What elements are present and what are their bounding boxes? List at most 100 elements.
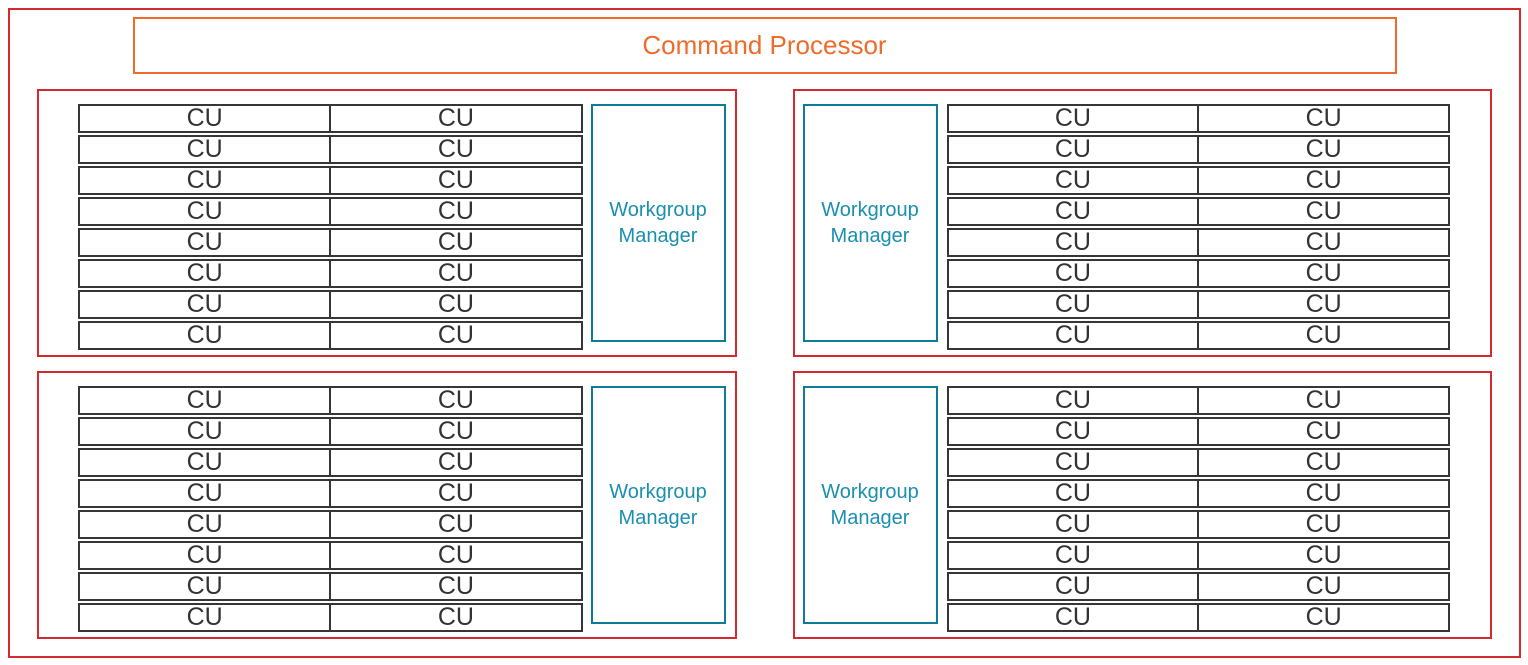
cu-cell: CU	[186, 137, 223, 162]
cu-row: CU CU	[946, 259, 1450, 288]
workgroup-manager-label: Workgroup Manager	[609, 199, 707, 247]
cu-cell: CU	[1197, 481, 1448, 506]
cu-cell: CU	[1054, 168, 1091, 193]
cu-row: CU CU	[946, 541, 1450, 570]
cu-row: CU CU	[946, 104, 1450, 133]
cu-cell: CU	[1197, 323, 1448, 348]
cu-row: CU CU	[946, 290, 1450, 319]
cu-row: CU CU	[946, 417, 1450, 446]
cu-cell: CU	[329, 106, 580, 131]
cu-cell: CU	[1054, 388, 1091, 413]
cu-row: CU CU	[78, 386, 583, 415]
cu-row: CU CU	[78, 197, 583, 226]
cu-row: CU CU	[78, 259, 583, 288]
cu-cell: CU	[329, 512, 580, 537]
cu-cell: CU	[1054, 543, 1091, 568]
cu-cell: CU	[329, 323, 580, 348]
cu-cell: CU	[329, 450, 580, 475]
cu-cell: CU	[186, 261, 223, 286]
cu-row: CU CU	[946, 479, 1450, 508]
cu-row: CU CU	[946, 572, 1450, 601]
command-processor-box: Command Processor	[132, 17, 1397, 74]
cu-row: CU CU	[78, 479, 583, 508]
cu-cell: CU	[1054, 292, 1091, 317]
cu-cell: CU	[186, 388, 223, 413]
cu-cell: CU	[329, 543, 580, 568]
cu-cell: CU	[1197, 512, 1448, 537]
cu-cell: CU	[329, 292, 580, 317]
cu-cell: CU	[1054, 419, 1091, 444]
cu-cell: CU	[186, 419, 223, 444]
cu-cell: CU	[1197, 106, 1448, 131]
cu-cell: CU	[186, 199, 223, 224]
cu-cell: CU	[329, 388, 580, 413]
cu-cell: CU	[186, 230, 223, 255]
cu-row: CU CU	[946, 228, 1450, 257]
workgroup-manager-label: Workgroup Manager	[821, 481, 919, 529]
cu-row: CU CU	[78, 510, 583, 539]
cu-cell: CU	[1197, 261, 1448, 286]
cu-cell: CU	[186, 292, 223, 317]
cu-cell: CU	[329, 605, 580, 630]
cu-cell: CU	[1197, 388, 1448, 413]
cu-cell: CU	[1197, 605, 1448, 630]
cu-cell: CU	[329, 168, 580, 193]
command-processor-label: Command Processor	[642, 30, 887, 60]
cu-cell: CU	[186, 481, 223, 506]
cu-cell: CU	[1054, 199, 1091, 224]
cu-cell: CU	[186, 605, 223, 630]
cu-row: CU CU	[946, 510, 1450, 539]
workgroup-manager-label: Workgroup Manager	[821, 199, 919, 247]
cu-cell: CU	[1054, 137, 1091, 162]
cu-row: CU CU	[78, 417, 583, 446]
cu-cell: CU	[329, 419, 580, 444]
cu-cell: CU	[1197, 137, 1448, 162]
cu-cell: CU	[1197, 230, 1448, 255]
cu-cell: CU	[1054, 323, 1091, 348]
workgroup-manager-box: Workgroup Manager	[590, 386, 726, 624]
cu-cell: CU	[186, 512, 223, 537]
cu-cell: CU	[1197, 543, 1448, 568]
cu-cell: CU	[1054, 450, 1091, 475]
cu-cell: CU	[329, 199, 580, 224]
cu-cell: CU	[1054, 605, 1091, 630]
cu-cell: CU	[1054, 512, 1091, 537]
cu-row: CU CU	[78, 541, 583, 570]
cu-row: CU CU	[78, 290, 583, 319]
cu-cell: CU	[329, 137, 580, 162]
cu-cell: CU	[186, 168, 223, 193]
cu-cell: CU	[186, 323, 223, 348]
cu-row: CU CU	[78, 166, 583, 195]
cu-cell: CU	[1197, 419, 1448, 444]
workgroup-manager-box: Workgroup Manager	[802, 386, 938, 624]
cu-cell: CU	[329, 481, 580, 506]
cu-row: CU CU	[78, 135, 583, 164]
cu-cell: CU	[1054, 230, 1091, 255]
cu-cell: CU	[329, 261, 580, 286]
cu-cell: CU	[1197, 292, 1448, 317]
cu-row: CU CU	[946, 197, 1450, 226]
quadrant-grid: CU CU CU CU CU CU CU CU CU CU CU CU CU CU CU CU Workgrou…	[37, 89, 1492, 639]
cu-cell: CU	[1197, 199, 1448, 224]
cu-cell: CU	[329, 230, 580, 255]
workgroup-manager-label: Workgroup Manager	[609, 481, 707, 529]
cu-row: CU CU	[946, 386, 1450, 415]
cu-row: CU CU	[946, 603, 1450, 632]
cu-cell: CU	[1054, 106, 1091, 131]
cu-cell: CU	[1054, 574, 1091, 599]
cu-cell: CU	[1054, 481, 1091, 506]
cu-row: CU CU	[946, 135, 1450, 164]
cu-cell: CU	[1054, 261, 1091, 286]
cu-cell: CU	[186, 543, 223, 568]
cu-cell: CU	[1197, 574, 1448, 599]
